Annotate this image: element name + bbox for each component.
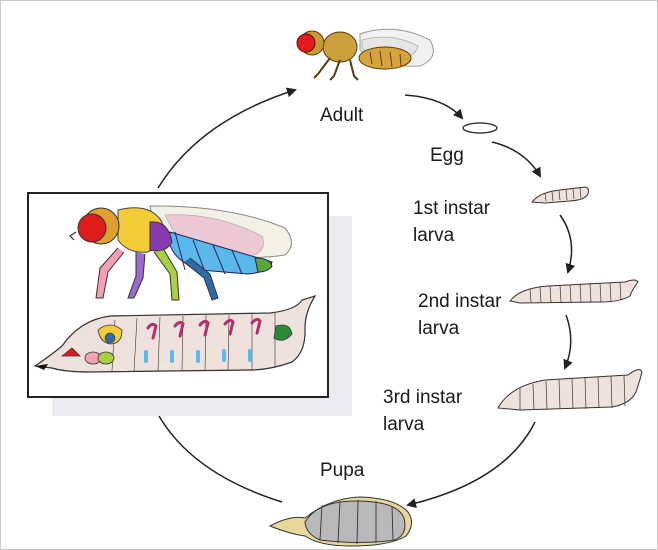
arrow-larva1-to-larva2 [560, 215, 572, 272]
label-larva3-line2: larva [383, 413, 424, 437]
larva2-shape [510, 280, 638, 303]
label-larva1-line1: 1st instar [413, 197, 490, 221]
arrow-larva2-to-larva3 [565, 315, 571, 368]
label-pupa: Pupa [320, 459, 364, 483]
larva1-shape [532, 187, 589, 203]
label-egg: Egg [430, 144, 464, 168]
label-larva1-line2: larva [413, 224, 454, 248]
pupa-shape [270, 497, 412, 546]
arrow-adult-to-egg [405, 95, 462, 118]
label-larva2-line2: larva [418, 317, 459, 341]
label-adult: Adult [320, 104, 363, 128]
egg-shape [463, 123, 497, 133]
arrow-egg-to-larva1 [492, 142, 540, 176]
adult-fly [297, 29, 433, 80]
label-larva2-line1: 2nd instar [418, 290, 501, 314]
arrow-larva3-to-pupa [408, 422, 535, 505]
label-larva3-line1: 3rd instar [383, 386, 462, 410]
larva3-shape [498, 370, 642, 410]
arrow-inset-to-adult [158, 90, 295, 188]
